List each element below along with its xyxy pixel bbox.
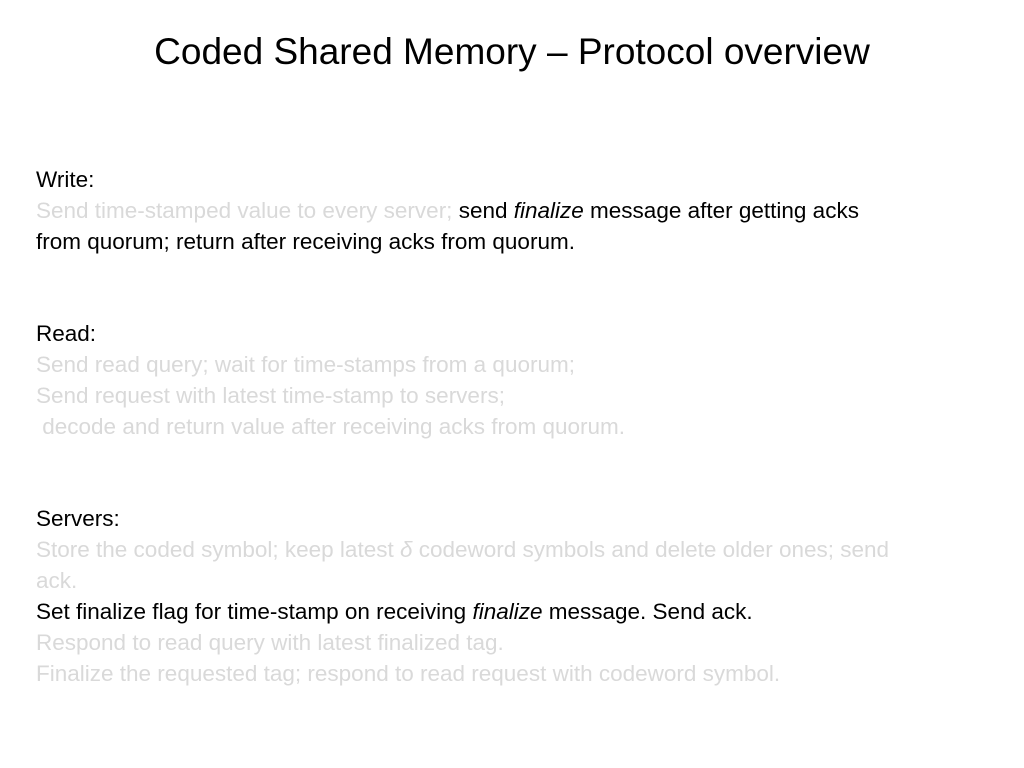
write-send-text: send: [458, 198, 514, 223]
servers-heading: Servers:: [36, 506, 120, 531]
servers-store-line-1: Store the coded symbol; keep latest δ co…: [36, 534, 1016, 565]
read-line-3: decode and return value after receiving …: [36, 414, 626, 439]
servers-section: Servers: Store the coded symbol; keep la…: [36, 503, 1016, 689]
read-section: Read: Send read query; wait for time-sta…: [36, 318, 1016, 442]
write-faded-text: Send time-stamped value to every server;: [36, 198, 459, 223]
servers-finalize-text-a: Set finalize flag for time-stamp on rece…: [36, 599, 473, 624]
servers-store-text-a: Store the coded symbol; keep latest: [36, 537, 400, 562]
read-heading: Read:: [36, 321, 97, 346]
write-rest-text: message after getting acks: [583, 198, 859, 223]
servers-finalize-line: Set finalize flag for time-stamp on rece…: [36, 596, 1016, 627]
slide-title: Coded Shared Memory – Protocol overview: [154, 31, 870, 72]
servers-store-text-b: codeword symbols and delete older ones; …: [412, 537, 890, 562]
read-line-2: Send request with latest time-stamp to s…: [36, 383, 505, 408]
write-heading: Write:: [36, 167, 95, 192]
servers-finalize-emphasis: finalize: [472, 599, 543, 624]
write-finalize-emphasis: finalize: [513, 198, 584, 223]
read-line-1: Send read query; wait for time-stamps fr…: [36, 352, 575, 377]
servers-respond-line: Respond to read query with latest finali…: [36, 630, 504, 655]
write-line-1: Send time-stamped value to every server;…: [36, 195, 1016, 226]
servers-store-line-2: ack.: [36, 568, 78, 593]
servers-delta-symbol: δ: [399, 537, 413, 562]
servers-final-line: Finalize the requested tag; respond to r…: [36, 661, 781, 686]
servers-finalize-text-b: message. Send ack.: [542, 599, 753, 624]
write-line-2: from quorum; return after receiving acks…: [36, 229, 575, 254]
write-section: Write: Send time-stamped value to every …: [36, 164, 1016, 257]
